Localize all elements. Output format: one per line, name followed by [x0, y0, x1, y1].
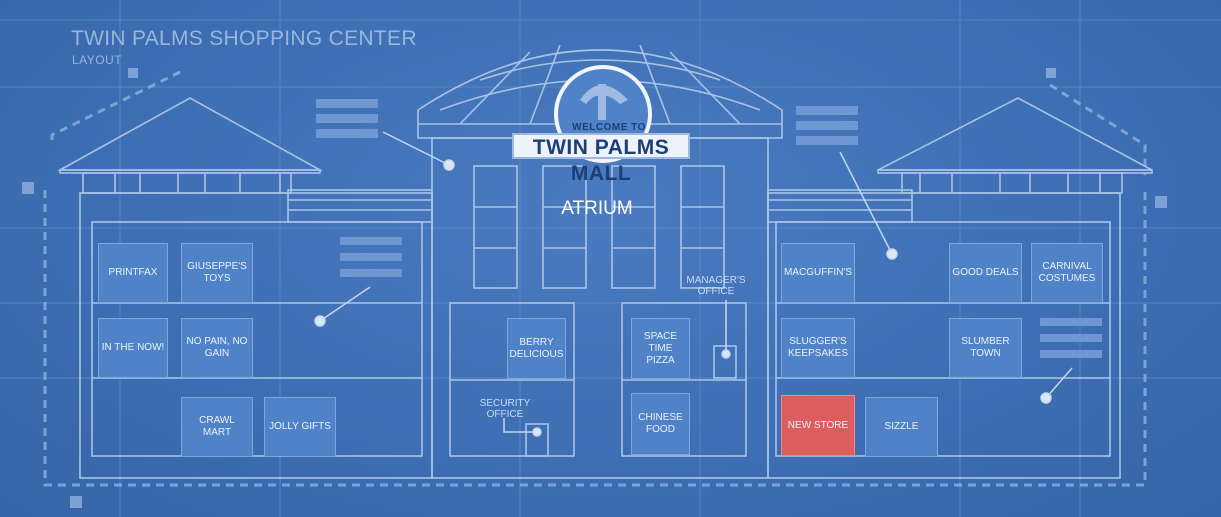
- store-in-the-now[interactable]: IN THE NOW!: [98, 318, 168, 378]
- sign-welcome-text: WELCOME TO: [572, 122, 646, 133]
- store-sluggers-keepsakes[interactable]: SLUGGER'S KEEPSAKES: [781, 318, 855, 378]
- managers-office-label: MANAGER'S OFFICE: [686, 275, 746, 297]
- page-title: TWIN PALMS SHOPPING CENTER: [71, 27, 417, 50]
- store-space-time-pizza[interactable]: SPACE TIME PIZZA: [631, 318, 690, 379]
- atrium-label: ATRIUM: [561, 198, 633, 219]
- store-macguffins[interactable]: MACGUFFIN'S: [781, 243, 855, 303]
- store-slumber-town[interactable]: SLUMBER TOWN: [949, 318, 1022, 378]
- store-carnival-costumes[interactable]: CARNIVAL COSTUMES: [1031, 243, 1103, 303]
- page-subtitle: LAYOUT: [72, 53, 123, 67]
- security-office-label: SECURITY OFFICE: [479, 398, 531, 420]
- store-no-pain-no-gain[interactable]: NO PAIN, NO GAIN: [181, 318, 253, 378]
- store-good-deals[interactable]: GOOD DEALS: [949, 243, 1022, 303]
- sign-mall-name: TWIN PALMS MALL: [512, 133, 690, 185]
- store-chinese-food[interactable]: CHINESE FOOD: [631, 393, 690, 455]
- corner-markers: [22, 68, 1167, 508]
- callout-pointers: [314, 131, 1073, 437]
- store-crawl-mart[interactable]: CRAWL MART: [181, 397, 253, 457]
- store-berry-delicious[interactable]: BERRY DELICIOUS: [507, 318, 566, 379]
- store-jolly-gifts[interactable]: JOLLY GIFTS: [264, 397, 336, 457]
- store-sizzle[interactable]: SIZZLE: [865, 397, 938, 457]
- store-printfax[interactable]: PRINTFAX: [98, 243, 168, 303]
- outer-dashed-outline: [43, 70, 1147, 487]
- decor-stripes: [316, 99, 1102, 358]
- store-new-store[interactable]: NEW STORE: [781, 395, 855, 456]
- store-giuseppes-toys[interactable]: GIUSEPPE'S TOYS: [181, 243, 253, 303]
